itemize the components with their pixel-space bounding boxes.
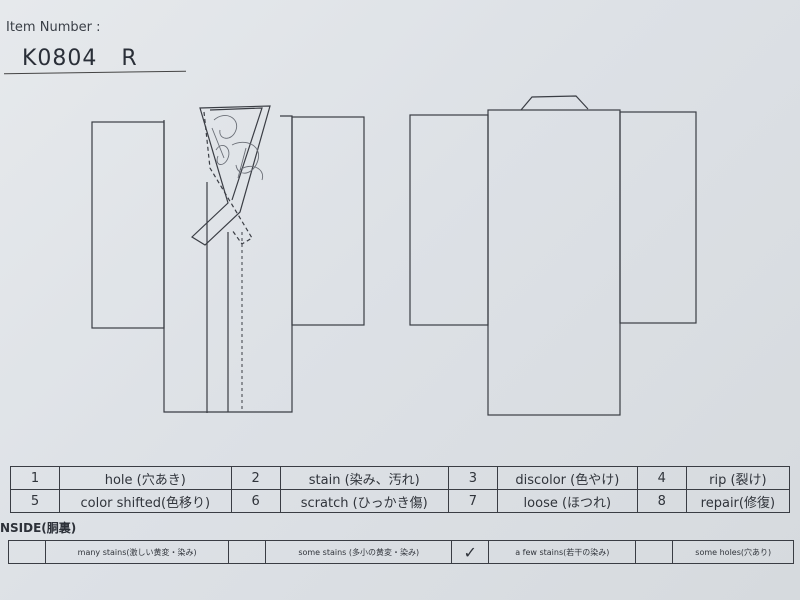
defect-label: color shifted(色移り) [59,489,232,513]
defect-number: 1 [10,466,60,490]
inside-option-label: many stains(激しい黄変・染み) [44,540,230,564]
inside-row: many stains(激しい黄変・染み) some stains (多小の黄変… [8,540,794,564]
defect-label: rip (裂け) [685,466,791,490]
back-body [487,109,621,416]
inside-section-title: NSIDE(胴裏) [0,521,77,535]
front-collar-left [191,105,271,246]
defect-row: 5 color shifted(色移り) 6 scratch (ひっかき傷) 7… [10,489,791,513]
back-collar [520,95,589,111]
back-left-sleeve [409,114,489,326]
defect-label: stain (染み、汚れ) [279,466,449,490]
defect-label: hole (穴あき) [59,466,232,490]
defect-number: 2 [230,466,281,490]
defect-row: 1 hole (穴あき) 2 stain (染み、汚れ) 3 discolor … [10,466,791,490]
defect-type-table: 1 hole (穴あき) 2 stain (染み、汚れ) 3 discolor … [10,466,791,513]
defect-number: 4 [636,466,687,490]
item-number: K0804 R [22,46,138,71]
front-collar-inner [209,107,263,201]
item-suffix: R [121,46,138,71]
defect-label: scratch (ひっかき傷) [279,489,449,513]
front-collar-right [203,111,253,245]
inside-option-label: some holes(穴あり) [672,540,794,564]
kimono-front [91,105,365,413]
inside-option-label: some stains (多小の黄変・染み) [265,540,453,564]
defect-number: 3 [447,466,498,490]
defect-number: 5 [10,489,60,513]
item-code: K0804 [22,46,98,71]
front-body-outline [163,115,293,413]
defect-number: 8 [636,489,687,513]
item-number-label: Item Number : [6,20,101,35]
defect-label: discolor (色やけ) [496,466,638,490]
inside-condition-table: many stains(激しい黄変・染み) some stains (多小の黄変… [8,540,794,564]
inside-checkbox[interactable] [228,540,267,564]
defect-number: 6 [230,489,281,513]
inside-checkbox-checked[interactable]: ✓ [451,540,490,564]
inside-checkbox[interactable] [8,540,46,564]
back-right-sleeve [619,111,697,324]
inside-checkbox[interactable] [635,540,674,564]
defect-label: repair(修復) [685,489,791,513]
defect-number: 7 [447,489,498,513]
inside-option-label: a few stains(若干の染み) [488,540,637,564]
front-left-sleeve [91,121,165,329]
defect-label: loose (ほつれ) [496,489,638,513]
collar-sketch [211,115,264,181]
front-right-sleeve [291,116,365,326]
kimono-back [409,95,697,416]
